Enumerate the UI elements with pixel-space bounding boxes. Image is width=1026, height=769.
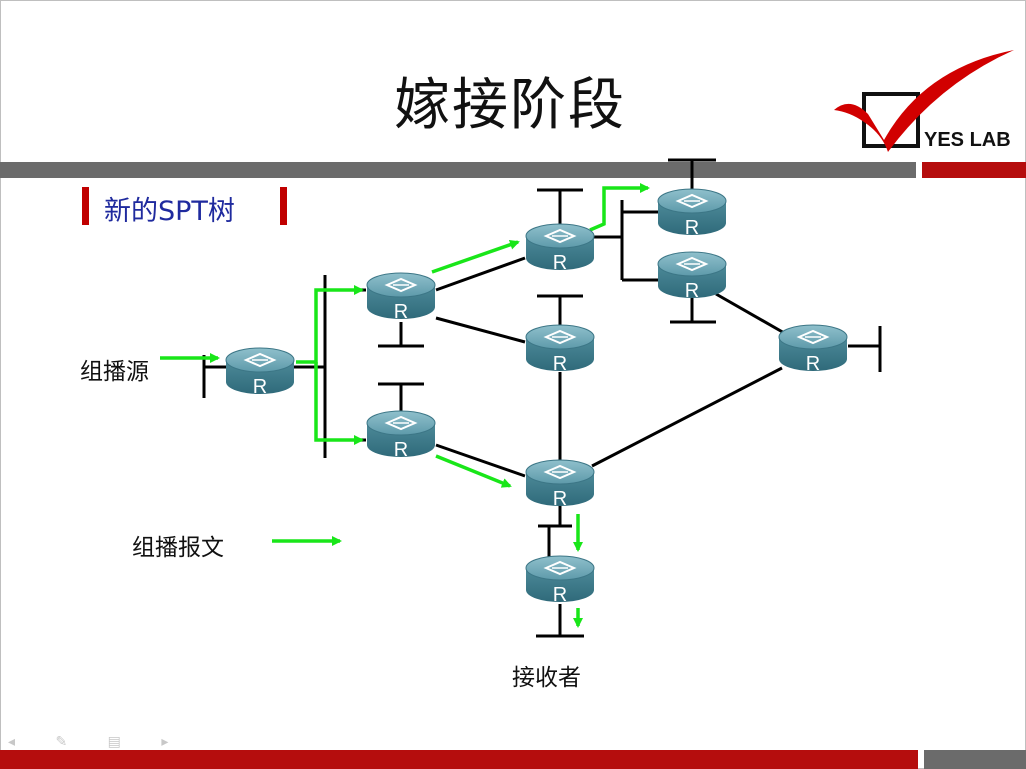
router-label: R bbox=[553, 584, 567, 606]
router: R bbox=[525, 459, 595, 510]
flow-r1-r2 bbox=[296, 285, 364, 364]
link-r6-r9 bbox=[591, 366, 783, 468]
link-r2-r5 bbox=[435, 316, 526, 344]
header-divider-red bbox=[922, 162, 1026, 178]
flow-r2-r4 bbox=[431, 239, 520, 274]
router-label: R bbox=[253, 376, 267, 398]
router: R bbox=[525, 324, 595, 375]
subtitle-left-marker bbox=[82, 187, 89, 225]
router-label: R bbox=[553, 252, 567, 274]
flow-r4-r7 bbox=[589, 183, 650, 232]
router-label: R bbox=[394, 301, 408, 323]
flow-r3-r6 bbox=[435, 454, 512, 488]
multicast-flow bbox=[160, 183, 650, 628]
source-label: 组播源 bbox=[80, 359, 149, 385]
router-label: R bbox=[685, 280, 699, 302]
subtitle-right-marker bbox=[280, 187, 287, 225]
router-label: R bbox=[806, 353, 820, 375]
router: R bbox=[525, 555, 595, 606]
yes-lab-logo: YES LAB bbox=[834, 50, 1014, 152]
router-label: R bbox=[685, 217, 699, 239]
flow-r1-r3 bbox=[314, 362, 364, 445]
router: R bbox=[657, 251, 727, 302]
receiver-label: 接收者 bbox=[512, 665, 581, 691]
router: R bbox=[225, 347, 295, 398]
router: R bbox=[778, 324, 848, 375]
logo-text: YES LAB bbox=[924, 129, 1011, 151]
router: R bbox=[366, 272, 436, 323]
subtitle-text: 新的SPT树 bbox=[104, 196, 235, 227]
link-r8-r9 bbox=[715, 292, 787, 336]
router-label: R bbox=[394, 439, 408, 461]
footer-bar-red bbox=[0, 750, 918, 769]
router: R bbox=[657, 188, 727, 239]
link-r2-r4 bbox=[435, 256, 526, 292]
link-r3-r6 bbox=[435, 443, 526, 478]
router: R bbox=[366, 410, 436, 461]
router-label: R bbox=[553, 488, 567, 510]
header-divider-gray bbox=[0, 162, 916, 178]
slide-title: 嫁接阶段 bbox=[394, 73, 626, 138]
slide-nav-controls[interactable]: ◂ ✎ ▤ ▸ bbox=[8, 734, 187, 750]
router-label: R bbox=[553, 353, 567, 375]
router: R bbox=[525, 223, 595, 274]
footer-bar-gray bbox=[924, 750, 1026, 769]
legend-multicast-packet-label: 组播报文 bbox=[132, 535, 224, 561]
